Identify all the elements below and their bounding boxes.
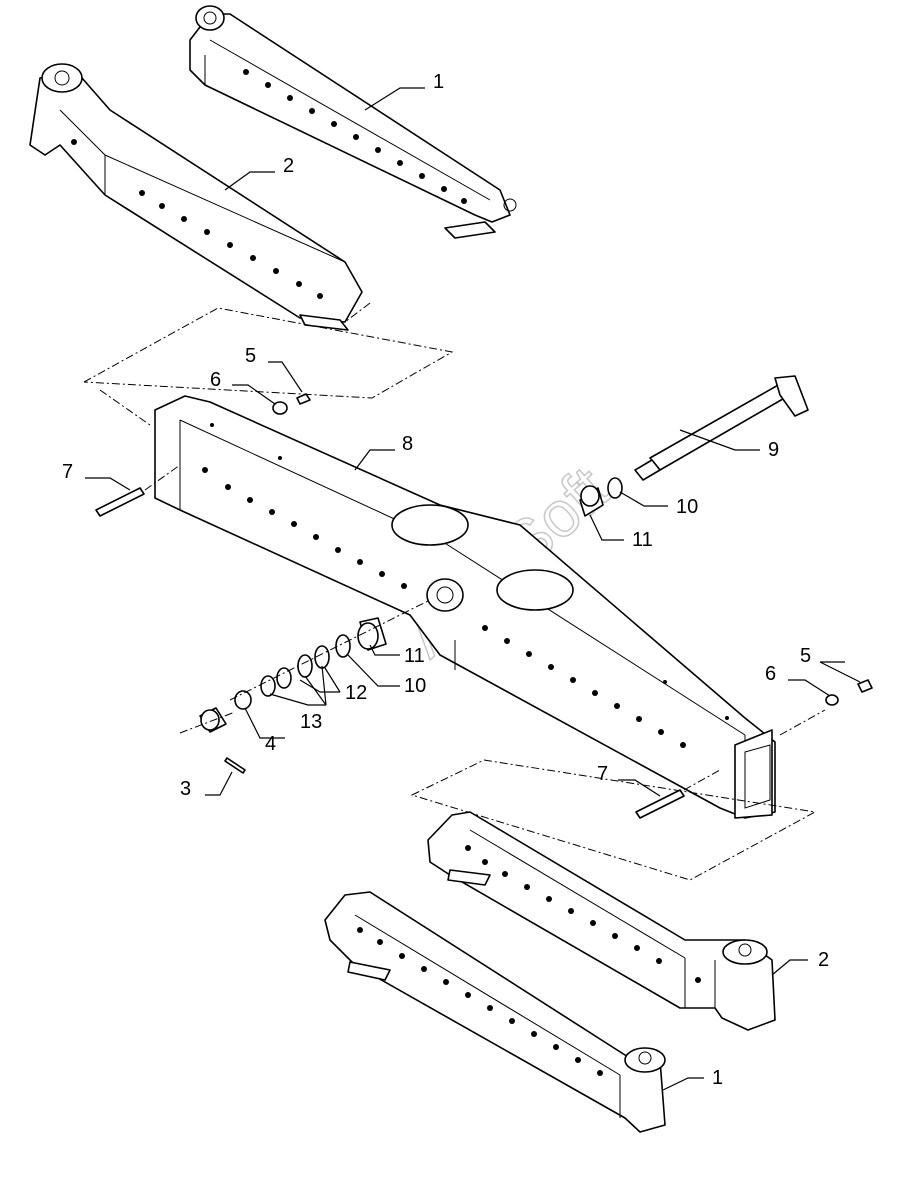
callout-1-bottom: 1: [712, 1067, 723, 1089]
washer-part-4: [234, 690, 252, 710]
arm-part-1-bottom: [324, 891, 666, 1133]
ring-part-13b: [260, 675, 276, 697]
shaft-part-9: [634, 375, 809, 481]
bushing-part-11-right: [579, 485, 604, 517]
callout-8: 8: [402, 433, 413, 455]
callout-5-right: 5: [800, 645, 811, 667]
callout-2-bottom: 2: [818, 949, 829, 971]
callout-10-mid: 10: [404, 675, 426, 697]
callout-10-right: 10: [676, 496, 698, 518]
callout-7-left: 7: [62, 461, 73, 483]
callout-7-right: 7: [597, 763, 608, 785]
ring-part-12b: [276, 667, 292, 689]
callout-3: 3: [180, 778, 191, 800]
assembly-plane-bottom: [410, 759, 817, 881]
callout-9: 9: [768, 439, 779, 461]
bolt-part-5-right: [857, 679, 873, 693]
callout-4: 4: [265, 733, 276, 755]
ring-part-13a: [297, 654, 313, 678]
main-beam-part-8: [154, 395, 776, 819]
callout-1-top: 1: [433, 71, 444, 93]
bolt-part-7-left: [95, 487, 145, 517]
arm-part-2-top: [29, 63, 363, 331]
callout-6-left: 6: [210, 369, 221, 391]
ring-part-10-right: [607, 477, 623, 499]
arm-part-1-top: [189, 5, 517, 239]
callout-11-mid: 11: [404, 645, 425, 667]
callout-12: 12: [345, 682, 367, 704]
assembly-plane-top: [83, 302, 454, 426]
callout-labels: 1 2 5 6 7 8 9 10 11 11 10 12 13 4 3 5 6 …: [62, 71, 829, 1089]
pin-part-3: [224, 757, 246, 774]
callout-13: 13: [300, 711, 322, 733]
ring-part-10-mid: [335, 634, 351, 658]
callout-6-right: 6: [765, 663, 776, 685]
washer-part-6-right: [825, 694, 839, 706]
callout-11-right: 11: [632, 529, 653, 551]
leader-lines: [85, 87, 861, 1091]
bolt-part-7-right: [635, 789, 685, 819]
bolt-part-5-left: [296, 393, 311, 405]
callout-2-top: 2: [283, 155, 294, 177]
washer-part-6-left: [272, 401, 288, 415]
bushing-part-11-mid: [357, 617, 387, 651]
arm-part-2-bottom: [427, 811, 776, 1031]
callout-5-left: 5: [245, 345, 256, 367]
